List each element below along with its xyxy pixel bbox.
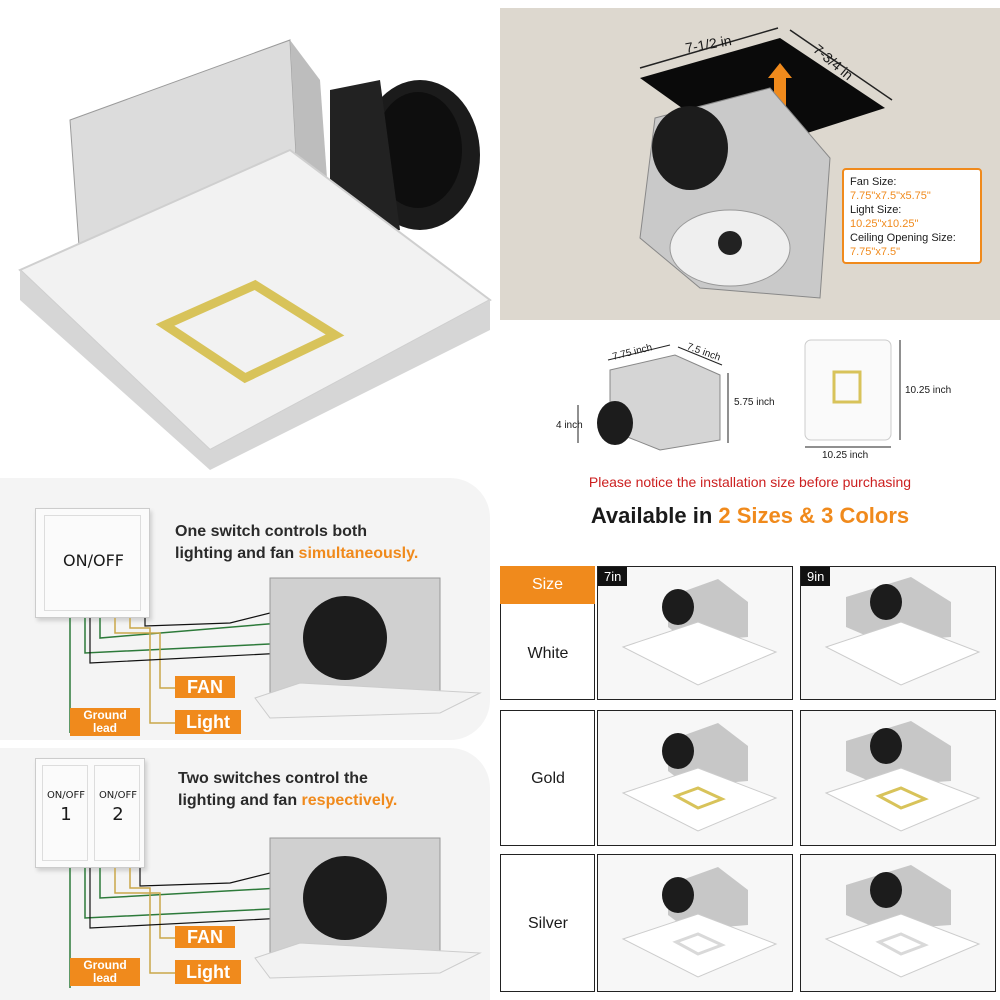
wiring-panel-one-switch: ON/OFF One switch controls both lighting… <box>0 478 490 740</box>
size-tag-9in: 9in <box>801 567 831 586</box>
ground-line2: lead <box>92 721 117 735</box>
spec-light-value: 10.25"x10.25" <box>850 218 919 230</box>
variant-render <box>621 867 778 978</box>
variant-gold-9in <box>800 710 996 846</box>
wiring-panel-two-switches: ON/OFF 1 ON/OFF 2 Two switches control t… <box>0 748 490 1000</box>
variant-render <box>621 579 778 686</box>
switch-2-number: 2 <box>112 804 124 825</box>
wiring-one-line1: One switch controls both <box>175 523 368 540</box>
color-cell-silver <box>500 854 595 992</box>
color-label-silver: Silver <box>527 915 568 932</box>
availability-highlight: 2 Sizes & 3 Colors <box>718 503 910 528</box>
variant-silver-9in <box>800 854 996 992</box>
size-spec-box: Fan Size: 7.75"x7.5"x5.75" Light Size: 1… <box>842 168 982 264</box>
color-label-column <box>500 604 595 700</box>
size-header: Size <box>500 566 595 604</box>
wiring-two-line1: Two switches control the <box>178 770 368 787</box>
wiring-two-wires <box>69 837 482 988</box>
installation-notice: Please notice the installation size befo… <box>588 474 912 490</box>
opening-illustration <box>639 27 893 299</box>
bath-fan-light-render <box>18 39 492 470</box>
wiring-one-light-label: Light <box>175 710 241 734</box>
color-cell-gold <box>500 710 595 846</box>
dimension-drawings: 7.75 inch 7.5 inch 5.75 inch 4 inch 10.2… <box>500 325 1000 495</box>
variant-render <box>824 865 981 978</box>
variant-white-9in: 9in <box>800 566 996 700</box>
fan-height-dim: 5.75 inch <box>734 397 775 408</box>
variant-gold-7in <box>597 710 793 846</box>
wiring-one-highlight: simultaneously. <box>298 545 419 562</box>
switch-2: ON/OFF 2 <box>94 765 140 861</box>
switch-1-label: ON/OFF <box>46 790 86 801</box>
variant-silver-7in <box>597 854 793 992</box>
wiring-two-light-label: Light <box>175 960 241 984</box>
availability-heading: Available in 2 Sizes & 3 Colors <box>500 503 1000 529</box>
wiring-one-fan-label: FAN <box>175 676 235 698</box>
switch-onoff-label: ON/OFF <box>63 551 124 570</box>
color-label-white: White <box>527 645 569 662</box>
wiring-two-description: Two switches control the lighting and fa… <box>178 768 397 812</box>
light-width-dim: 10.25 inch <box>822 450 869 461</box>
wiring-two-ground-label: Ground lead <box>70 958 140 986</box>
wiring-two-fan-label: FAN <box>175 926 235 948</box>
wiring-two-highlight: respectively. <box>301 792 398 809</box>
spec-fan-label: Fan Size: <box>850 176 897 188</box>
light-height-dim: 10.25 inch <box>905 385 952 396</box>
variant-render <box>824 577 981 686</box>
availability-prefix: Available in <box>590 503 719 528</box>
switch-1: ON/OFF 1 <box>42 765 88 861</box>
spec-opening-value: 7.75"x7.5" <box>850 246 901 258</box>
ground-line2: lead <box>92 971 117 985</box>
wiring-one-description: One switch controls both lighting and fa… <box>175 521 418 565</box>
product-hero-image <box>0 0 500 470</box>
spec-light-label: Light Size: <box>850 204 902 216</box>
spec-opening-label: Ceiling Opening Size: <box>850 232 956 244</box>
duct-dim: 4 inch <box>556 420 583 431</box>
variant-render <box>824 721 981 832</box>
wiring-one-ground-label: Ground lead <box>70 708 140 736</box>
fan-dimension-sketch <box>577 339 901 451</box>
wiring-one-wires <box>69 577 482 733</box>
variant-render <box>621 723 778 832</box>
switch-2-label: ON/OFF <box>98 790 138 801</box>
color-label-gold: Gold <box>531 770 565 787</box>
single-switch: ON/OFF <box>35 508 150 618</box>
size-header-label: Size <box>531 576 564 593</box>
double-switch: ON/OFF 1 ON/OFF 2 <box>35 758 145 868</box>
variant-white-7in: 7in <box>597 566 793 700</box>
wiring-two-line2: lighting and fan <box>178 792 302 809</box>
switch-1-number: 1 <box>60 804 72 825</box>
ground-line1: Ground <box>83 958 127 972</box>
size-tag-7in: 7in <box>598 567 628 586</box>
ground-line1: Ground <box>83 708 127 722</box>
spec-fan-value: 7.75"x7.5"x5.75" <box>850 190 931 202</box>
ceiling-opening-diagram: 7-1/2 in 7-3/4 in Fan Size: 7.75"x7.5"x5… <box>500 8 1000 320</box>
wiring-one-line2: lighting and fan <box>175 545 299 562</box>
